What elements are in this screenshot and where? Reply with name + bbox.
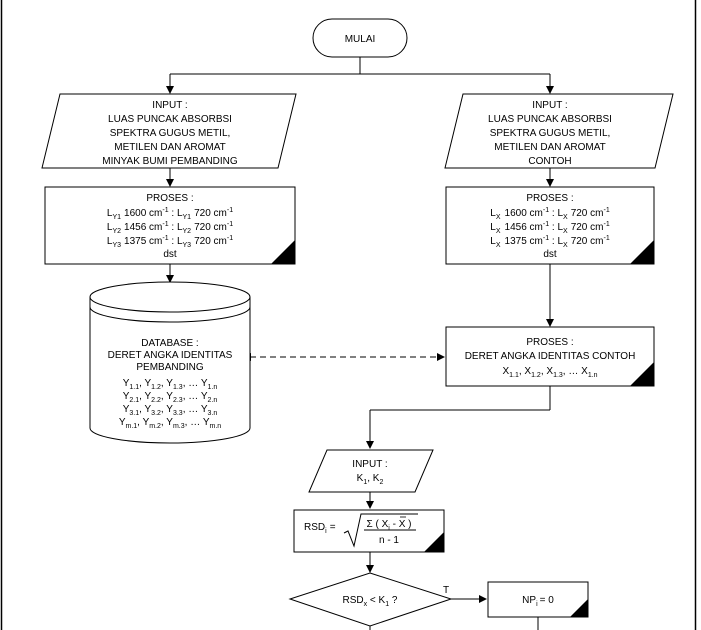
rsd-numerator: Σ ( Xi - X ) bbox=[367, 519, 412, 532]
rsd-lhs: RSDi= bbox=[304, 522, 336, 535]
process-right-title: PROSES : bbox=[526, 193, 573, 204]
process-identity-line-2: DERET ANGKA IDENTITAS CONTOH bbox=[465, 351, 636, 362]
process-right-footer: dst bbox=[543, 249, 557, 260]
start-terminator: MULAI bbox=[312, 18, 408, 58]
input-right-line-5: CONTOH bbox=[528, 156, 571, 167]
rsd-sqrt-sign bbox=[343, 513, 418, 548]
database-line-1: DATABASE : bbox=[141, 338, 198, 349]
input-right-line-1: INPUT : bbox=[532, 100, 567, 111]
input-left-line-2: LUAS PUNCAK ABSORBSI bbox=[108, 114, 232, 125]
input-left-line-1: INPUT : bbox=[152, 100, 187, 111]
input-left: INPUT : LUAS PUNCAK ABSORBSI SPEKTRA GUG… bbox=[41, 93, 297, 169]
database-line-3: PEMBANDING bbox=[136, 362, 203, 373]
connectors bbox=[166, 57, 554, 630]
database-matrix-row-1: Y1.1, Y1.2, Y1.3, … Y1.n bbox=[123, 378, 218, 391]
input-right-line-3: SPEKTRA GUGUS METIL, bbox=[490, 128, 611, 139]
process-rsd: RSDi= Σ ( Xi - X ) n - 1 bbox=[293, 509, 445, 553]
input-k-line-2: K1, K2 bbox=[357, 473, 384, 486]
input-k-line-1: INPUT : bbox=[352, 459, 387, 470]
database-cylinder: DATABASE : DERET ANGKA IDENTITAS PEMBAND… bbox=[89, 281, 251, 444]
process-left-title: PROSES : bbox=[146, 193, 193, 204]
decision-diamond: RSDx < K1 ? bbox=[288, 572, 453, 627]
np-label: NPi= 0 bbox=[522, 595, 554, 608]
input-k: INPUT : K1, K2 bbox=[308, 449, 434, 493]
process-identity: PROSES : DERET ANGKA IDENTITAS CONTOH X1… bbox=[445, 326, 655, 387]
process-identity-seq: X1.1, X1.2, X1.3, … X1.n bbox=[502, 366, 597, 379]
input-left-line-5: MINYAK BUMI PEMBANDING bbox=[102, 156, 238, 167]
input-right: INPUT : LUAS PUNCAK ABSORBSI SPEKTRA GUG… bbox=[444, 93, 674, 169]
database-line-2: DERET ANGKA IDENTITAS bbox=[108, 350, 233, 361]
input-right-line-4: METILEN DAN AROMAT bbox=[494, 142, 606, 153]
database-matrix-row-4: Ym.1, Ym.2, Ym.3, … Ym.n bbox=[119, 417, 221, 430]
database-matrix-row-2: Y2.1, Y2.2, Y2.3, … Y2.n bbox=[123, 391, 218, 404]
input-left-line-4: METILEN DAN AROMAT bbox=[114, 142, 226, 153]
process-np: NPi= 0 bbox=[487, 581, 589, 618]
database-matrix-row-3: Y3.1, Y3.2, Y3.3, … Y3.n bbox=[123, 404, 218, 417]
decision-label: RSDx < K1 ? bbox=[343, 595, 398, 608]
process-left-footer: dst bbox=[163, 249, 177, 260]
rsd-denominator: n - 1 bbox=[379, 535, 399, 546]
start-label: MULAI bbox=[345, 34, 376, 45]
input-left-line-3: SPEKTRA GUGUS METIL, bbox=[110, 128, 231, 139]
branch-true-label: T bbox=[443, 585, 449, 596]
process-identity-line-1: PROSES : bbox=[526, 337, 573, 348]
input-right-line-2: LUAS PUNCAK ABSORBSI bbox=[488, 114, 612, 125]
